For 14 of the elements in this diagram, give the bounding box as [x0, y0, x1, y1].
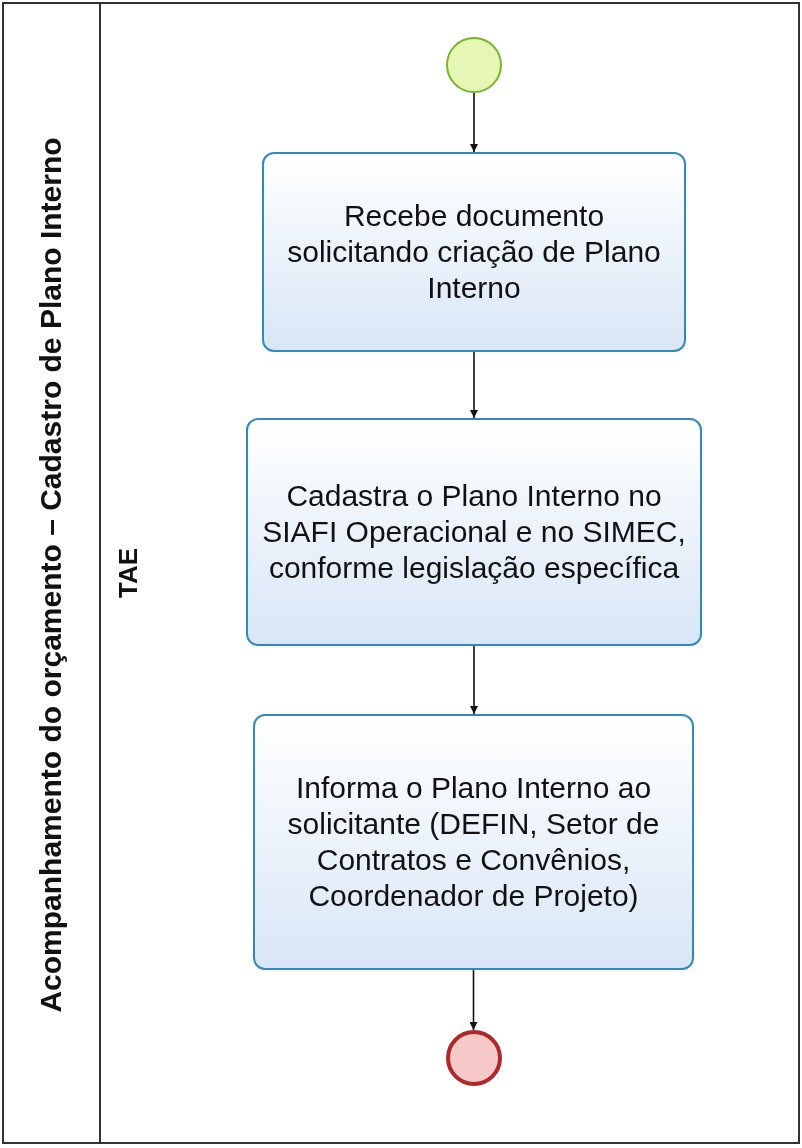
arrow	[469, 969, 478, 1031]
arrow	[470, 351, 478, 419]
task-box	[253, 714, 694, 970]
lane-title: Acompanhamento do orçamento – Cadastro de Plano Interno	[34, 137, 68, 1013]
task-text: Recebe documento solicitando criação de Plano Interno	[286, 198, 662, 306]
end-event-circle	[446, 1030, 502, 1086]
arrow	[470, 92, 478, 153]
task-box	[262, 152, 686, 352]
start-event-circle	[446, 37, 502, 93]
task-text: Cadastra o Plano Interno no SIAFI Operacional e no SIMEC, conforme legislação específica	[262, 478, 686, 586]
lane-title: TAE	[112, 547, 144, 599]
task-text: Informa o Plano Interno ao solicitante (DEFIN, Setor de Contratos e Convênios, Coordenador de Projeto)	[286, 770, 661, 914]
task-box	[246, 418, 702, 646]
arrow	[470, 645, 478, 715]
